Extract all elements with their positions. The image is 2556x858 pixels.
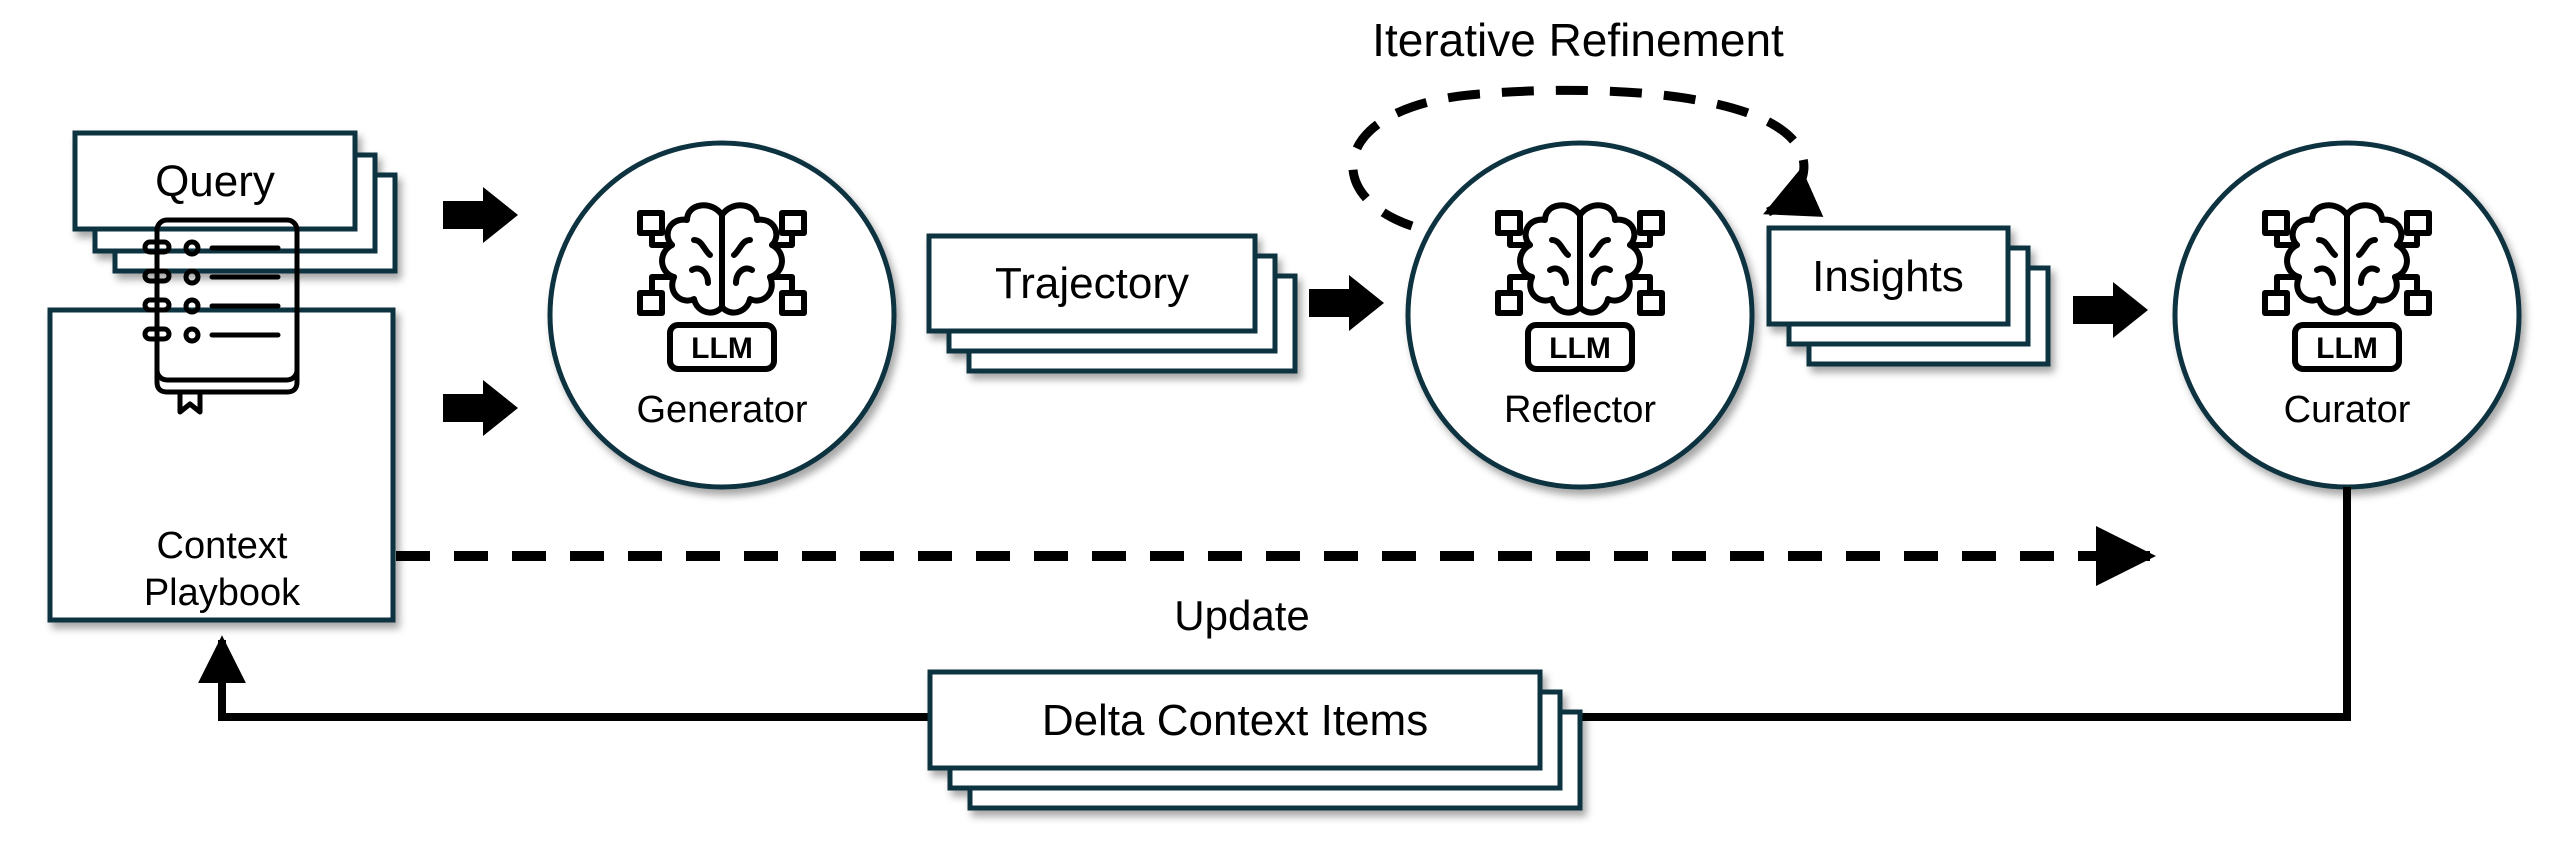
trajectory-label: Trajectory: [995, 259, 1189, 308]
playbook-to-generator-arrow: [443, 380, 518, 436]
curator-node: [2172, 140, 2522, 490]
iterative-refinement-label: Iterative Refinement: [1372, 14, 1784, 66]
reflector-label: Reflector: [1504, 389, 1656, 431]
llm-badge: LLM: [2316, 332, 2378, 365]
query-stack: [72, 130, 398, 274]
insights-stack: [1766, 225, 2051, 367]
insights-to-curator-arrow: [2073, 282, 2148, 338]
generator-node: [547, 140, 897, 490]
trajectory-to-reflector-arrow: [1309, 275, 1384, 331]
llm-badge: LLM: [691, 332, 753, 365]
notebook-icon: [142, 217, 300, 415]
reflector-node: [1405, 140, 1755, 490]
query-label: Query: [155, 157, 275, 206]
playbook-label-line1: Context: [157, 525, 288, 567]
playbook-label-line2: Playbook: [144, 572, 301, 614]
query-to-generator-arrow: [443, 187, 518, 243]
trajectory-stack: [926, 233, 1298, 374]
llm-badge: LLM: [1549, 332, 1611, 365]
delta-context-items-stack: [927, 669, 1583, 811]
curator-label: Curator: [2284, 389, 2411, 431]
curator-to-delta-line: [1540, 487, 2351, 721]
insights-label: Insights: [1812, 252, 1964, 301]
context-playbook-box: [47, 307, 396, 623]
delta-context-items-label: Delta Context Items: [1042, 696, 1428, 745]
iterative-refinement-loop-arrow: [1348, 85, 1824, 231]
generator-label: Generator: [636, 389, 807, 431]
update-label: Update: [1174, 592, 1309, 639]
delta-to-playbook-arrow: [198, 635, 930, 721]
